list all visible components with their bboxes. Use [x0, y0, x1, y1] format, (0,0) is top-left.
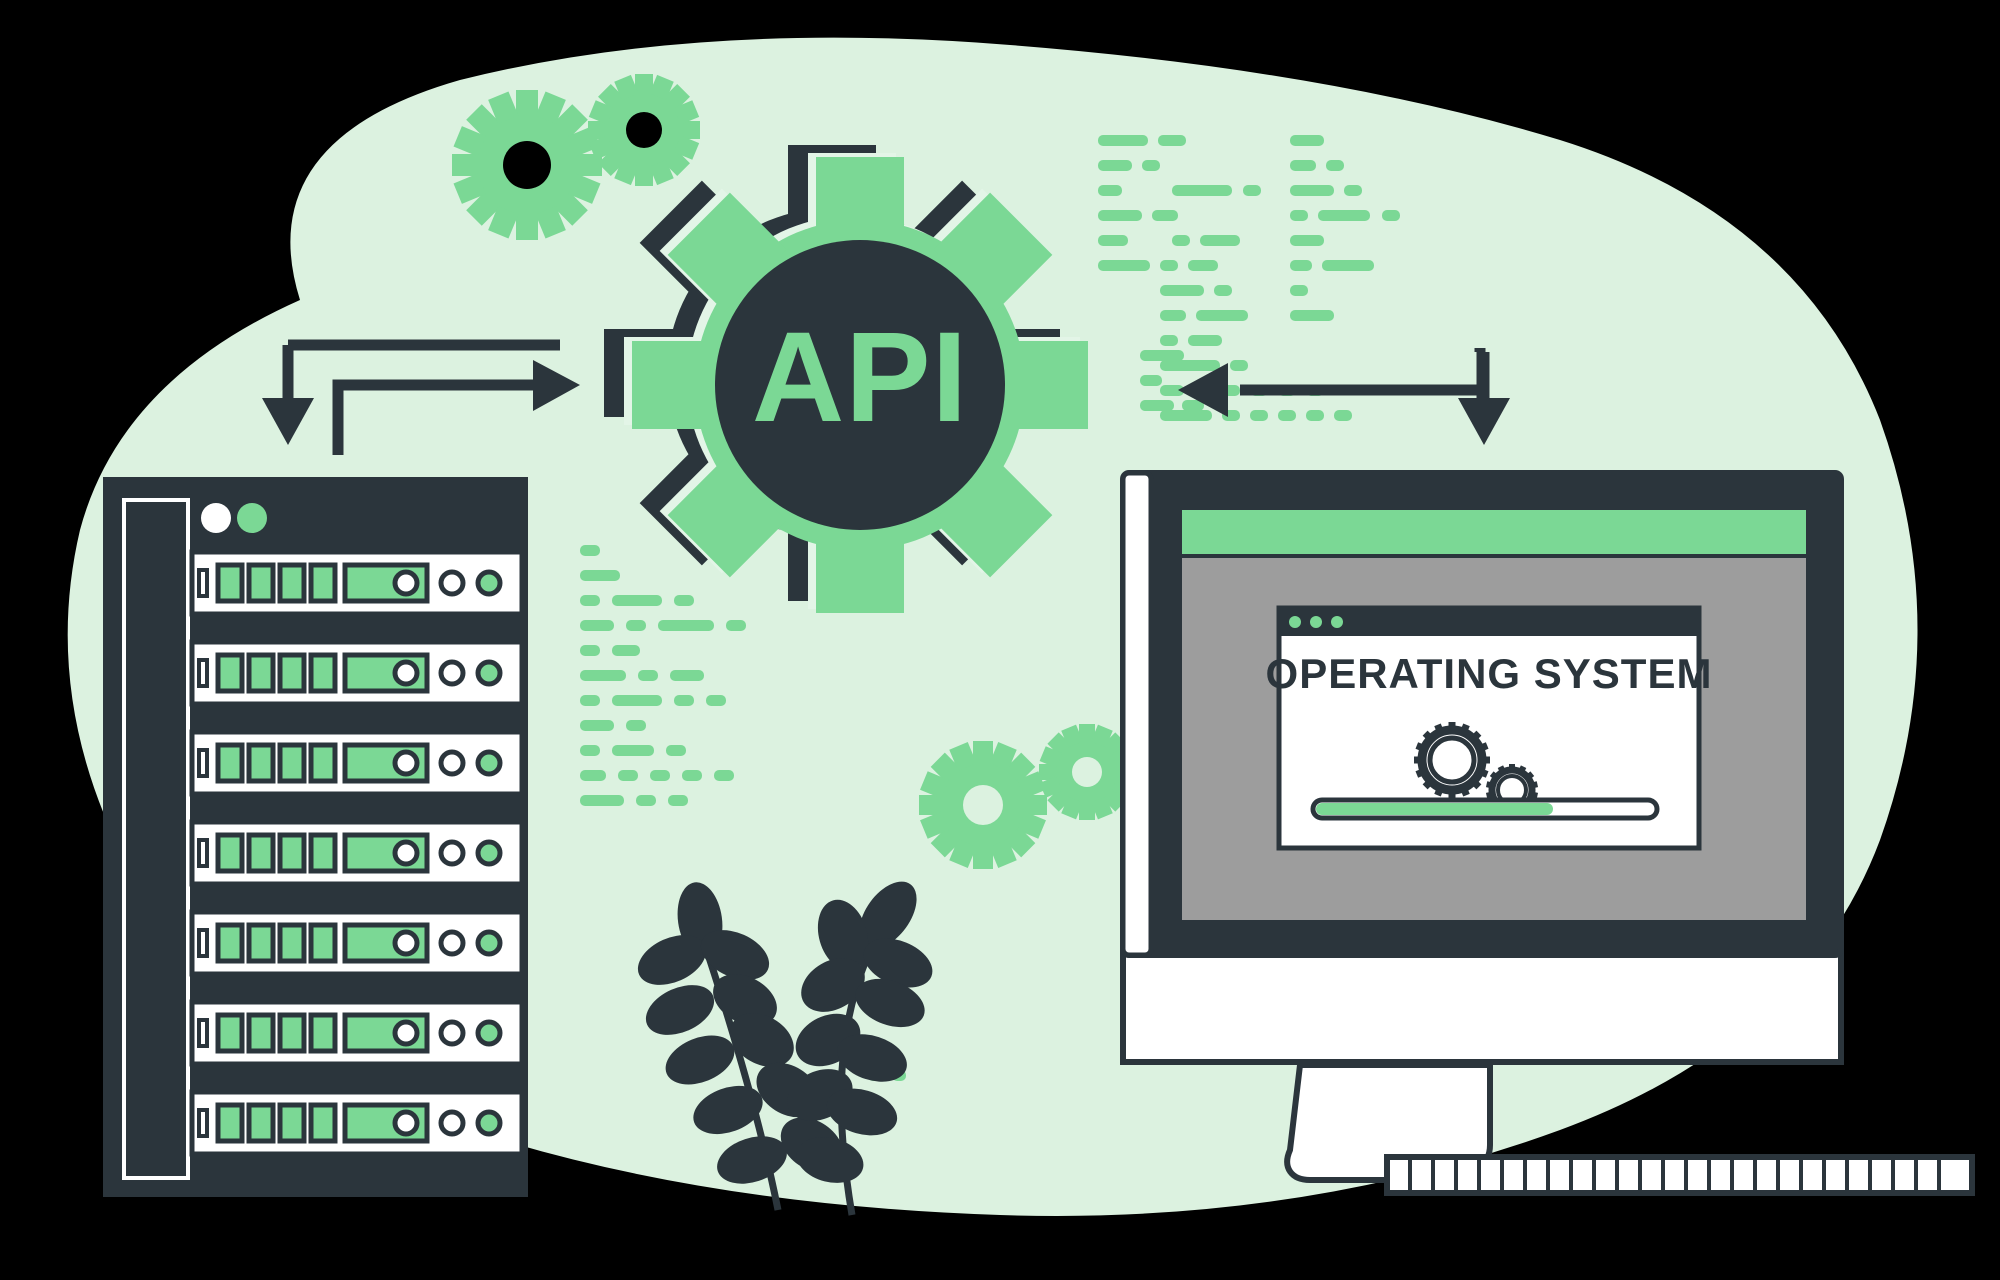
- server-unit[interactable]: [189, 909, 525, 977]
- server-unit[interactable]: [189, 729, 525, 797]
- arrow-down-to-server: [262, 339, 560, 445]
- arrow-right-to-api: [332, 360, 580, 455]
- api-gear: API: [604, 145, 1088, 613]
- arrow-down-to-monitor: [1458, 348, 1510, 445]
- screen-titlebar: [1178, 506, 1810, 558]
- os-window[interactable]: OPERATING SYSTEM: [1266, 605, 1713, 851]
- server-unit[interactable]: [189, 639, 525, 707]
- server-unit[interactable]: [189, 549, 525, 617]
- server-unit[interactable]: [189, 1089, 525, 1157]
- rack-vent-strip: [122, 498, 190, 1180]
- led-white: [201, 503, 231, 533]
- gear-large-mid: [919, 741, 1047, 869]
- gear-large-top-left: [452, 90, 602, 240]
- monitor-chin: [1120, 947, 1844, 1065]
- keyboard[interactable]: [1384, 1154, 1975, 1196]
- desktop-monitor: OPERATING SYSTEM: [1120, 470, 1844, 1183]
- os-window-title: OPERATING SYSTEM: [1266, 650, 1713, 697]
- gear-small-top-left: [588, 74, 700, 186]
- loading-progress-bar: [1310, 797, 1660, 821]
- server-rack: [103, 477, 528, 1197]
- window-dot-2[interactable]: [1310, 616, 1322, 628]
- decorative-plant: [637, 881, 933, 1216]
- window-dot-3[interactable]: [1331, 616, 1343, 628]
- server-unit[interactable]: [189, 819, 525, 887]
- progress-fill: [1316, 803, 1553, 815]
- led-green: [237, 503, 267, 533]
- api-gear-hub: [715, 240, 1005, 530]
- api-label: API: [752, 306, 968, 449]
- window-dot-1[interactable]: [1289, 616, 1301, 628]
- code-lines-middle: [580, 545, 746, 806]
- code-lines-right-small: [1140, 350, 1204, 411]
- server-unit[interactable]: [189, 999, 525, 1067]
- monitor-left-edge: [1120, 470, 1154, 958]
- code-lines-top: [1098, 135, 1400, 421]
- os-gear-large: [1414, 722, 1490, 798]
- arrow-left-to-api: [1178, 363, 1480, 417]
